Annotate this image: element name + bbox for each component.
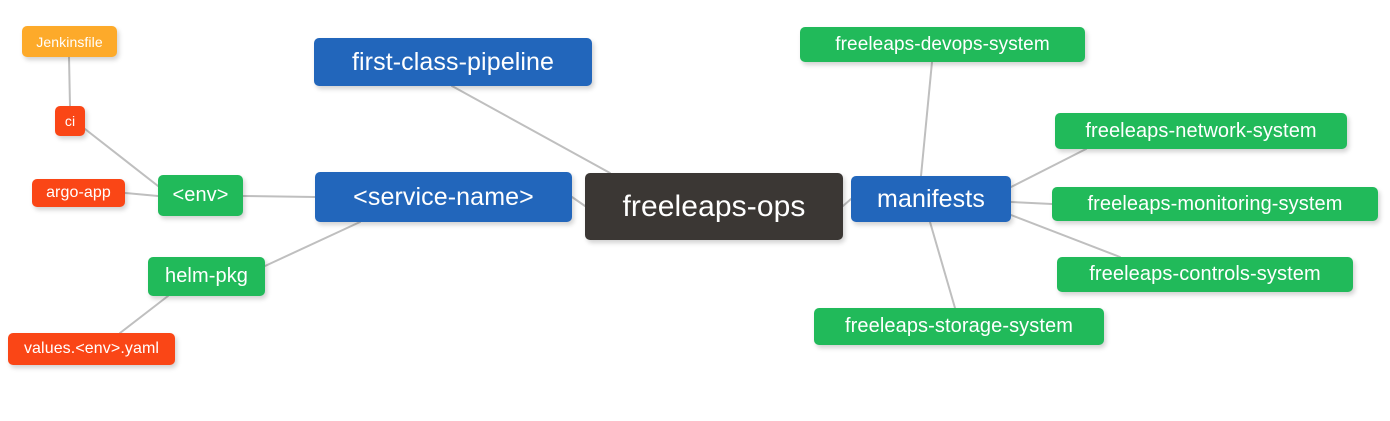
node-storage-system[interactable]: freeleaps-storage-system (814, 308, 1104, 345)
node-monitoring-system[interactable]: freeleaps-monitoring-system (1052, 187, 1378, 221)
node-label: helm-pkg (164, 265, 249, 287)
edge-env-to-ci (84, 128, 159, 187)
node-jenkinsfile[interactable]: Jenkinsfile (22, 26, 117, 57)
edge-manifests-to-storage-system (929, 221, 956, 309)
edge-root-to-service-name (571, 196, 586, 207)
edge-manifests-to-controls-system (1010, 214, 1121, 258)
node-first-class[interactable]: first-class-pipeline (314, 38, 592, 86)
node-label: ci (64, 113, 76, 129)
edge-manifests-to-network-system (1010, 148, 1087, 188)
node-label: Jenkinsfile (36, 33, 103, 50)
edge-service-name-to-env (242, 195, 316, 198)
node-label: argo-app (46, 184, 111, 201)
edge-root-to-first-class (451, 85, 611, 174)
node-root[interactable]: freeleaps-ops (585, 173, 843, 240)
node-label: freeleaps-network-system (1085, 119, 1317, 142)
edge-helm-pkg-to-values-yaml (119, 295, 169, 334)
node-helm-pkg[interactable]: helm-pkg (148, 257, 265, 296)
node-label: freeleaps-monitoring-system (1087, 192, 1343, 215)
node-label: freeleaps-controls-system (1089, 263, 1321, 285)
node-label: first-class-pipeline (351, 47, 555, 76)
edge-env-to-argo-app (124, 192, 159, 197)
node-devops-system[interactable]: freeleaps-devops-system (800, 27, 1085, 62)
node-ci[interactable]: ci (55, 106, 85, 136)
edge-manifests-to-monitoring-system (1010, 201, 1053, 205)
node-service-name[interactable]: <service-name> (315, 172, 572, 222)
node-label: freeleaps-devops-system (835, 33, 1050, 55)
edge-ci-to-jenkinsfile (68, 56, 71, 107)
node-label: <service-name> (353, 182, 534, 211)
node-controls-system[interactable]: freeleaps-controls-system (1057, 257, 1353, 292)
node-argo-app[interactable]: argo-app (32, 179, 125, 207)
edge-manifests-to-devops-system (920, 61, 933, 177)
node-values-yaml[interactable]: values.<env>.yaml (8, 333, 175, 365)
node-label: freeleaps-storage-system (844, 315, 1074, 337)
node-label: manifests (877, 184, 985, 213)
node-env[interactable]: <env> (158, 175, 243, 216)
edge-service-name-to-helm-pkg (264, 221, 361, 267)
node-manifests[interactable]: manifests (851, 176, 1011, 222)
node-label: values.<env>.yaml (23, 340, 160, 357)
node-label: freeleaps-ops (622, 189, 806, 223)
node-label: <env> (172, 184, 229, 206)
edge-root-to-manifests (842, 198, 852, 207)
node-network-system[interactable]: freeleaps-network-system (1055, 113, 1347, 149)
